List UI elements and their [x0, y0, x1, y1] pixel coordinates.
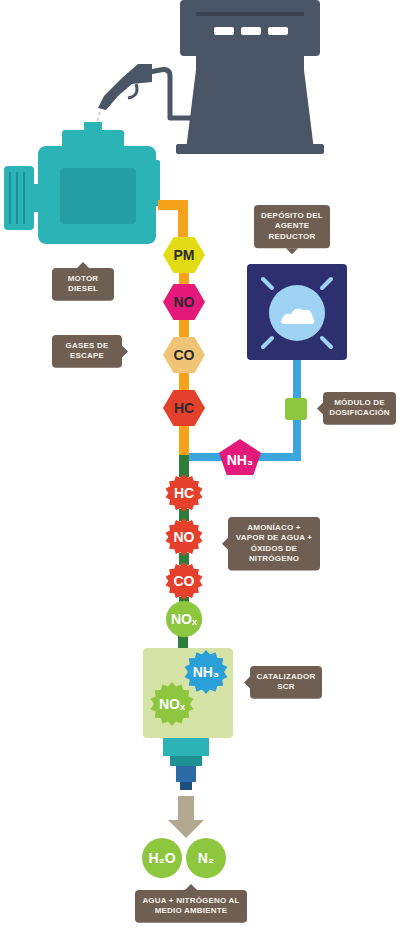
product-circle: N₂ — [186, 838, 226, 878]
pipe-connector — [179, 370, 189, 393]
fuel-nozzle — [97, 64, 152, 132]
formula-text: NOₓ — [171, 611, 197, 627]
pollutant-starburst: NOₓ — [150, 682, 194, 726]
callout-text: GASES DE ESCAPE — [57, 341, 117, 362]
exhaust-pipe — [158, 205, 183, 240]
reductant-tank — [247, 264, 347, 360]
callout-label: GASES DE ESCAPE — [52, 335, 122, 368]
pollutant-starburst: HC — [165, 474, 203, 512]
callout-text: DEPÓSITO DEL AGENTE REDUCTOR — [259, 211, 325, 242]
scr-catalyst — [143, 648, 233, 738]
dosing-module — [285, 398, 307, 420]
callout-text: AGUA + NITRÓGENO AL MEDIO AMBIENTE — [140, 896, 242, 917]
callout-label: AMONÍACO + VAPOR DE AGUA + ÓXIDOS DE NIT… — [228, 517, 320, 571]
pipe-connector — [179, 423, 189, 477]
callout-label: MOTOR DIESEL — [52, 268, 114, 301]
formula-text: CO — [174, 573, 195, 589]
outlet-pipe — [163, 738, 209, 790]
callout-label: CATALIZADOR SCR — [250, 666, 322, 699]
pollutant-hexagon: NO — [163, 284, 205, 320]
pollutant-starburst: NO — [165, 518, 203, 556]
formula-text: CO — [174, 347, 195, 363]
formula-text: NO — [174, 294, 195, 310]
formula-text: H₂O — [148, 850, 175, 866]
reagent-starburst: NH₃ — [184, 650, 228, 694]
callout-label: MÓDULO DE DOSIFICACIÓN — [323, 392, 396, 425]
callout-text: MÓDULO DE DOSIFICACIÓN — [328, 398, 391, 419]
fuel-hose — [150, 70, 196, 118]
pollutant-hexagon: HC — [163, 390, 205, 426]
formula-text: NO — [174, 529, 195, 545]
pollutant-hexagon: CO — [163, 337, 205, 373]
formula-text: N₂ — [198, 850, 214, 866]
formula-text: HC — [174, 485, 194, 501]
reagent-pentagon: NH₃ — [219, 439, 261, 475]
pollutant-hexagon: PM — [163, 237, 205, 273]
callout-label: AGUA + NITRÓGENO AL MEDIO AMBIENTE — [135, 890, 247, 923]
callout-label: DEPÓSITO DEL AGENTE REDUCTOR — [254, 205, 330, 248]
pollutant-circle: NOₓ — [166, 601, 202, 637]
formula-text: NH₃ — [193, 664, 220, 680]
formula-text: HC — [174, 400, 194, 416]
formula-text: NH₃ — [227, 452, 254, 468]
callout-text: CATALIZADOR SCR — [255, 672, 317, 693]
formula-text: PM — [174, 247, 195, 263]
formula-text: NOₓ — [159, 696, 185, 712]
outflow-arrow — [168, 796, 204, 838]
pollutant-starburst: CO — [165, 562, 203, 600]
pipe-connector — [184, 457, 223, 478]
callout-text: MOTOR DIESEL — [57, 274, 109, 295]
diesel-engine — [4, 122, 160, 244]
fuel-pump — [176, 0, 324, 154]
pipe-connector — [179, 317, 189, 340]
product-circle: H₂O — [142, 838, 182, 878]
callout-text: AMONÍACO + VAPOR DE AGUA + ÓXIDOS DE NIT… — [233, 523, 315, 565]
